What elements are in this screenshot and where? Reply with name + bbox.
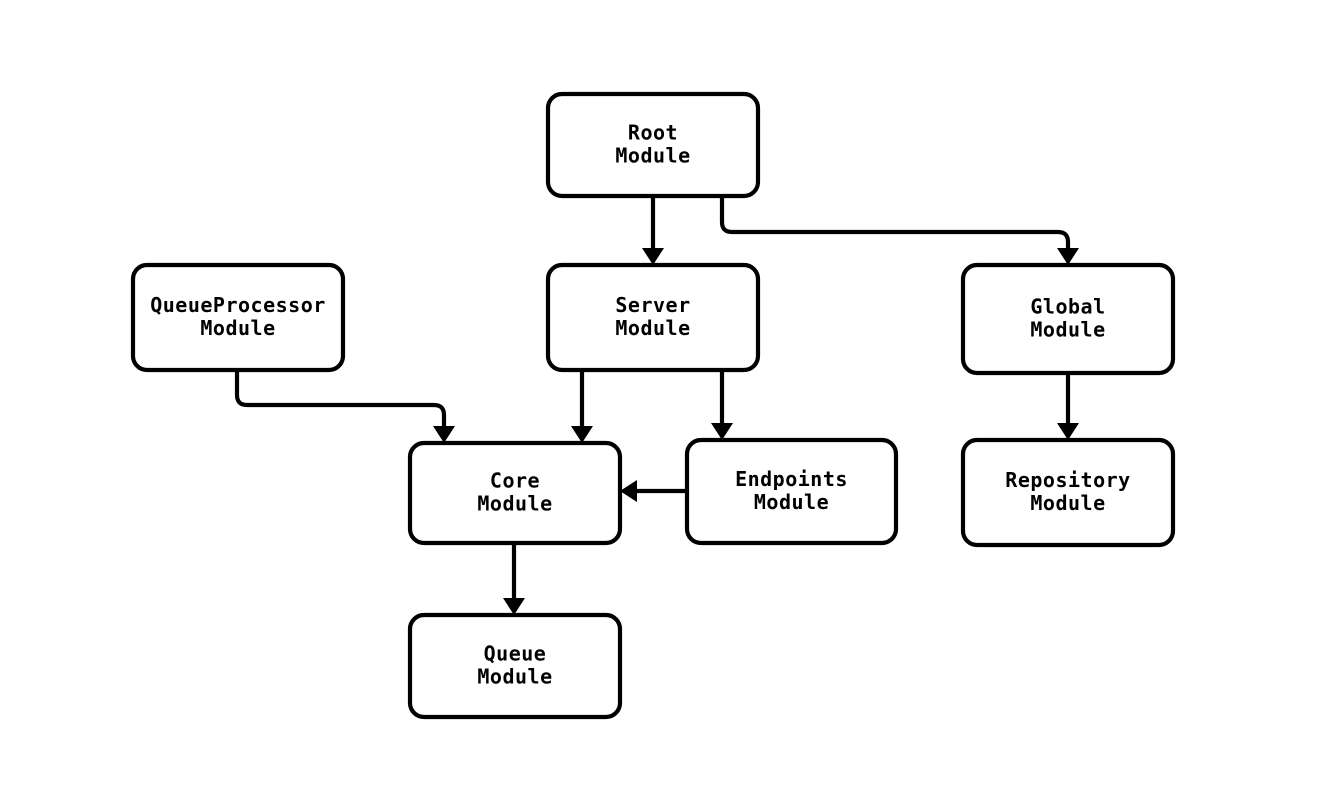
node-box-root[interactable] bbox=[545, 91, 761, 199]
node-label-global-line1: Global bbox=[1030, 295, 1105, 319]
arrowhead-head-root-server bbox=[642, 248, 664, 265]
nodes-layer: RootModuleQueueProcessorModuleServerModu… bbox=[130, 91, 1176, 720]
node-label-queueprocessor-line1: QueueProcessor bbox=[150, 293, 326, 317]
node-label-repository-line1: Repository bbox=[1005, 468, 1130, 492]
node-label-queue-line2: Module bbox=[477, 665, 552, 689]
node-box-global[interactable] bbox=[960, 262, 1176, 376]
node-box-queue[interactable] bbox=[407, 612, 623, 720]
node-box-server[interactable] bbox=[545, 262, 761, 373]
arrowhead-head-root-global bbox=[1057, 248, 1079, 265]
node-label-server-line2: Module bbox=[615, 316, 690, 340]
node-box-queueprocessor[interactable] bbox=[130, 262, 346, 373]
node-label-endpoints-line2: Module bbox=[754, 490, 829, 514]
arrowhead-head-endpoints-core bbox=[620, 480, 637, 502]
node-label-core-line2: Module bbox=[477, 492, 552, 516]
edge-queueprocessor-to-core bbox=[234, 370, 447, 434]
arrowhead-head-global-repository bbox=[1057, 423, 1079, 440]
arrowhead-head-server-core bbox=[571, 426, 593, 443]
node-box-core[interactable] bbox=[407, 440, 623, 546]
node-label-global-line2: Module bbox=[1030, 318, 1105, 342]
node-label-queue-line1: Queue bbox=[484, 642, 547, 666]
node-label-server-line1: Server bbox=[615, 293, 690, 317]
arrowhead-head-queueprocessor-core bbox=[433, 426, 455, 443]
node-box-endpoints[interactable] bbox=[684, 437, 899, 546]
edge-root-to-global bbox=[719, 196, 1071, 256]
node-label-endpoints-line1: Endpoints bbox=[735, 467, 848, 491]
node-label-root-line2: Module bbox=[615, 144, 690, 168]
node-label-repository-line2: Module bbox=[1030, 491, 1105, 515]
edges-layer bbox=[234, 196, 1071, 606]
arrowhead-head-core-queue bbox=[503, 598, 525, 615]
arrowhead-head-server-endpoints bbox=[711, 423, 733, 440]
node-label-core-line1: Core bbox=[490, 469, 540, 493]
arrowheads-layer bbox=[433, 248, 1079, 615]
node-label-root-line1: Root bbox=[628, 121, 678, 145]
node-box-repository[interactable] bbox=[960, 437, 1176, 548]
node-label-queueprocessor-line2: Module bbox=[200, 316, 275, 340]
